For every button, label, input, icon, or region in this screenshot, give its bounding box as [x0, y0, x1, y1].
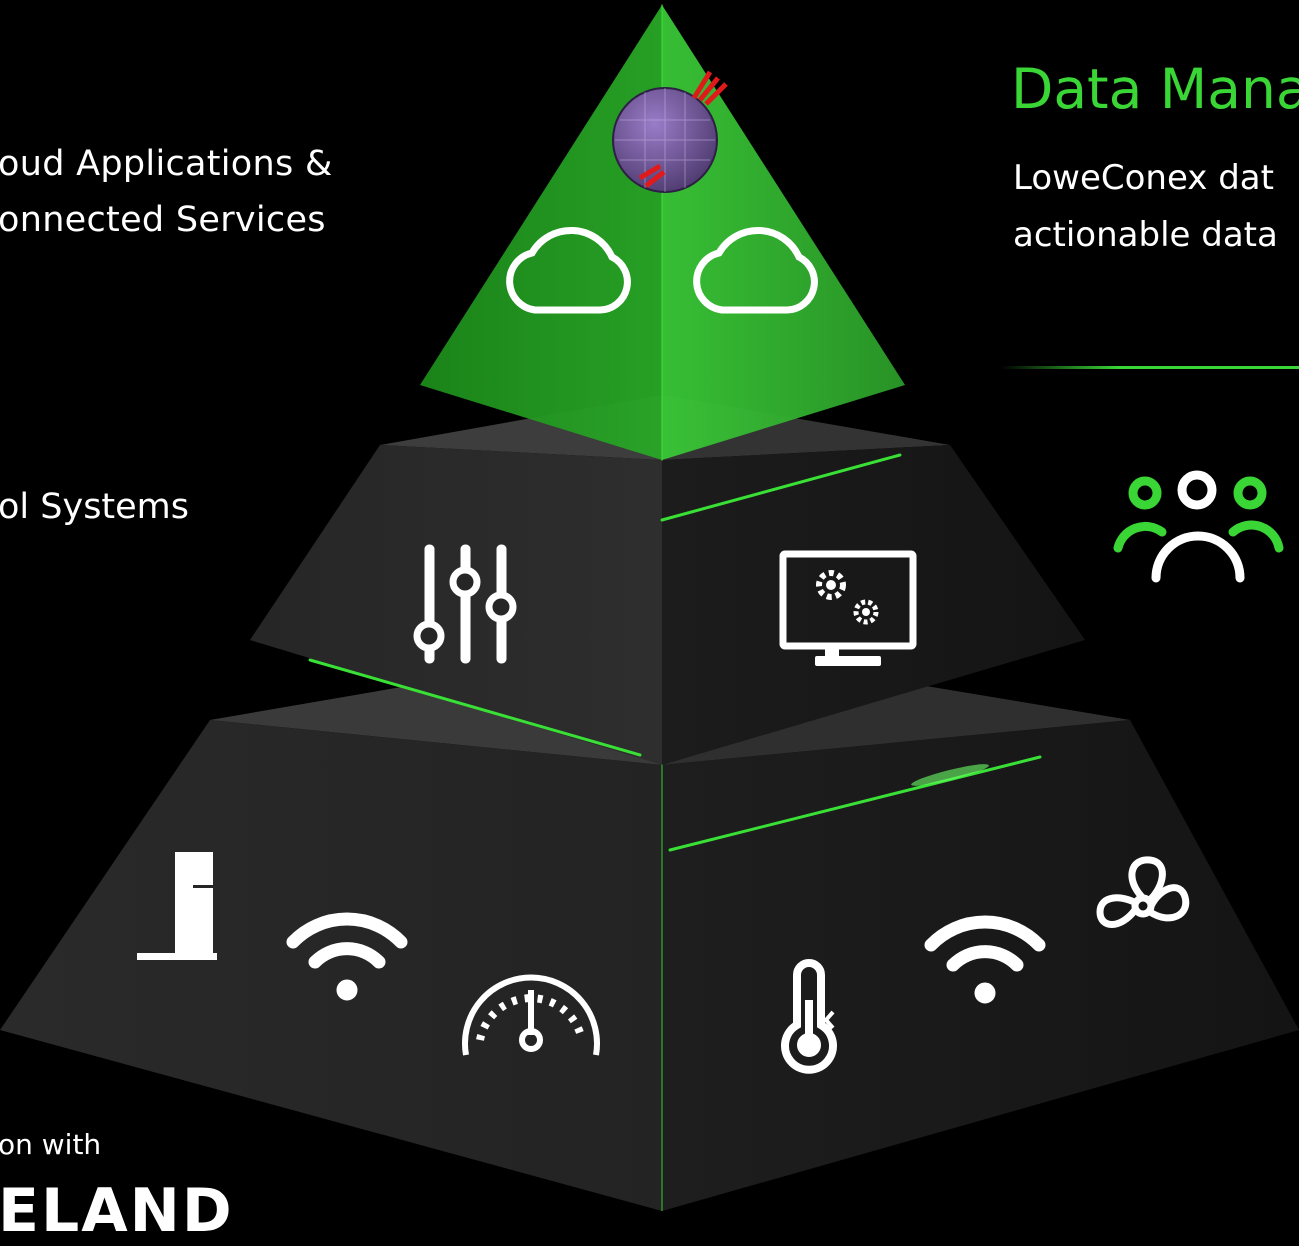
wifi-icon	[924, 915, 1046, 1004]
data-management-body: LoweConex dat actionable data	[1013, 150, 1278, 264]
slide: oud Applications & onnected Services ol …	[0, 4, 1299, 1244]
gauge-icon	[462, 974, 600, 1056]
partner-label: on with	[0, 1128, 102, 1161]
cloud-label-line2: onnected Services	[0, 200, 326, 240]
brand-logo-text: ELAND	[0, 1176, 234, 1246]
fan-icon	[1096, 856, 1190, 928]
users-icon	[1113, 470, 1284, 583]
pyramid-graphic	[0, 4, 1299, 1211]
control-systems-label: ol Systems	[0, 487, 190, 527]
cloud-label-line1: oud Applications &	[0, 144, 333, 184]
pyramid-bottom-tier	[0, 642, 1299, 1211]
cloud-icon	[693, 227, 818, 314]
thermometer-icon	[781, 959, 837, 1074]
body-line2: actionable data	[1013, 215, 1278, 255]
wifi-icon	[286, 912, 408, 1001]
cloud-icon	[506, 227, 631, 314]
pyramid-top-tier	[420, 5, 905, 460]
cloud-applications-label: oud Applications & onnected Services	[0, 136, 333, 248]
sliders-icon	[413, 544, 517, 664]
sphere-icon	[612, 70, 728, 193]
monitor-gears-icon	[779, 550, 917, 666]
divider-rule	[1000, 366, 1299, 369]
data-management-title: Data Mana	[1011, 57, 1299, 121]
body-line1: LoweConex dat	[1013, 158, 1274, 198]
door-icon	[137, 852, 217, 960]
